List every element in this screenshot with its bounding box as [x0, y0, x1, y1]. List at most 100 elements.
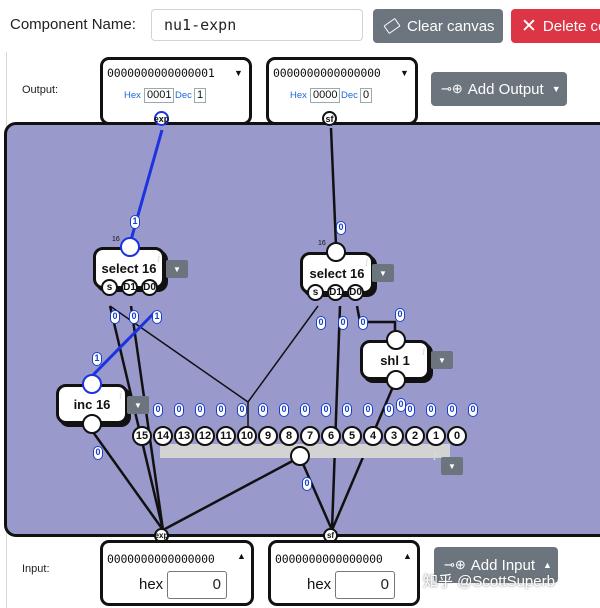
- caret-down-icon: ▼: [379, 268, 387, 278]
- wire-value-sel-left-s: 0: [110, 310, 120, 324]
- output-sf-connector[interactable]: sf: [322, 111, 337, 126]
- select-left-port-d1[interactable]: D1: [121, 279, 138, 296]
- chevron-down-icon[interactable]: ▼: [400, 68, 409, 78]
- info-icon[interactable]: i: [119, 389, 123, 402]
- output-label: Output:: [22, 84, 59, 96]
- wire-value-inc-out: 1: [92, 352, 102, 366]
- add-output-label: Add Output: [467, 80, 544, 98]
- splitter-bit-15[interactable]: 15: [132, 426, 152, 446]
- wire-sf-to-splitter: [298, 456, 334, 531]
- input-pin-sf[interactable]: 0000000000000000 ▲ hex 0: [268, 540, 420, 606]
- caret-down-icon: ▼: [448, 461, 456, 471]
- input-sf-bits: 0000000000000000: [275, 552, 383, 566]
- select-right-port-d1[interactable]: D1: [327, 284, 344, 301]
- info-icon[interactable]: i: [422, 345, 426, 358]
- output-sf-hex-value[interactable]: 0000: [310, 88, 341, 103]
- input-sf-hex-label: hex: [307, 576, 332, 593]
- output-sf-dec-label: Dec: [341, 90, 358, 101]
- splitter-bit-value: 0: [342, 403, 352, 417]
- wire-value-sel-right-d1: 0: [338, 316, 348, 330]
- chevron-up-icon[interactable]: ▲: [237, 551, 246, 561]
- add-input-button[interactable]: ⊸⊕ Add Input ▲: [434, 547, 558, 583]
- info-icon[interactable]: i: [365, 256, 369, 269]
- select-right-label: select 16: [309, 265, 365, 281]
- clear-canvas-button[interactable]: Clear canvas: [373, 9, 503, 43]
- plug-icon: ⊸⊕: [444, 557, 466, 572]
- input-pin-exp[interactable]: 0000000000000000 ▲ hex 0: [100, 540, 254, 606]
- output-exp-hex-value[interactable]: 0001: [144, 88, 175, 103]
- splitter-menu[interactable]: ▼: [441, 457, 463, 475]
- splitter-input-port[interactable]: [290, 446, 310, 466]
- plug-icon: ⊸⊕: [441, 81, 463, 96]
- splitter-bit-6[interactable]: 6: [321, 426, 341, 446]
- splitter-bit-11[interactable]: 11: [216, 426, 236, 446]
- info-icon[interactable]: i: [157, 252, 161, 265]
- inc-input-port[interactable]: [82, 414, 102, 434]
- circuit-canvas[interactable]: [4, 122, 600, 537]
- splitter-bit-4[interactable]: 4: [363, 426, 383, 446]
- wire-inc-to-sel-left-d0: [91, 310, 157, 377]
- close-icon: ✕: [521, 15, 537, 37]
- wire-value-exp-out: 1: [130, 215, 140, 229]
- select-left-output-port[interactable]: [120, 237, 140, 257]
- wire-value-shl-out: 0: [395, 308, 405, 322]
- output-pin-sf[interactable]: 0000000000000000 ▼ Hex 0000 Dec 0: [266, 57, 418, 125]
- caret-down-icon: ▼: [173, 264, 181, 274]
- select-left-menu[interactable]: ▼: [166, 260, 188, 278]
- splitter-bit-value: 0: [174, 403, 184, 417]
- select-right-output-port[interactable]: [326, 242, 346, 262]
- splitter-bit-13[interactable]: 13: [174, 426, 194, 446]
- input-exp-hex-label: hex: [139, 576, 164, 593]
- splitter-bit-0[interactable]: 0: [447, 426, 467, 446]
- wire-value-sel-left-d1: 0: [129, 310, 139, 324]
- inc-menu[interactable]: ▼: [127, 396, 149, 414]
- splitter-bit-value: 0: [300, 403, 310, 417]
- splitter-bit-12[interactable]: 12: [195, 426, 215, 446]
- splitter-bit-value: 0: [279, 403, 289, 417]
- splitter-bit-value: 0: [384, 403, 394, 417]
- select-right-port-d0[interactable]: D0: [347, 284, 364, 301]
- inc-label: inc 16: [73, 396, 111, 412]
- shl-menu[interactable]: ▼: [431, 351, 453, 369]
- shl-output-port[interactable]: [386, 330, 406, 350]
- splitter-bit-value: 0: [153, 403, 163, 417]
- add-input-label: Add Input: [470, 556, 536, 574]
- caret-up-icon: ▲: [543, 560, 552, 570]
- select-left-port-d0[interactable]: D0: [141, 279, 158, 296]
- chevron-down-icon[interactable]: ▼: [234, 68, 243, 78]
- output-exp-connector[interactable]: exp: [154, 111, 169, 126]
- splitter-bit-value: 0: [468, 403, 478, 417]
- splitter-bit-value: 0: [321, 403, 331, 417]
- splitter-bit-value: 0: [363, 403, 373, 417]
- select-left-port-s[interactable]: s: [101, 279, 118, 296]
- splitter-bit-8[interactable]: 8: [279, 426, 299, 446]
- add-output-button[interactable]: ⊸⊕ Add Output ▼: [431, 72, 567, 106]
- shl-label: shl 1: [380, 352, 410, 368]
- input-sf-hex-field[interactable]: 0: [335, 571, 395, 599]
- output-sf-dec-value[interactable]: 0: [360, 88, 373, 103]
- output-exp-dec-label: Dec: [175, 90, 192, 101]
- output-exp-dec-value[interactable]: 1: [194, 88, 207, 103]
- splitter-bit-5[interactable]: 5: [342, 426, 362, 446]
- wire-value-sel-right-s: 0: [316, 316, 326, 330]
- input-exp-hex-field[interactable]: 0: [167, 571, 227, 599]
- splitter-bit-1[interactable]: 1: [426, 426, 446, 446]
- delete-component-button[interactable]: ✕ Delete co: [511, 9, 600, 43]
- clear-canvas-label: Clear canvas: [407, 17, 495, 35]
- info-icon[interactable]: i: [433, 450, 437, 463]
- splitter-bit-14[interactable]: 14: [153, 426, 173, 446]
- splitter-bit-value: 0: [426, 403, 436, 417]
- select-right-port-s[interactable]: s: [307, 284, 324, 301]
- component-name-input[interactable]: nu1-expn: [151, 9, 363, 41]
- inc-output-port[interactable]: [82, 374, 102, 394]
- select-right-menu[interactable]: ▼: [372, 264, 394, 282]
- chevron-up-icon[interactable]: ▲: [403, 551, 412, 561]
- splitter-bit-7[interactable]: 7: [300, 426, 320, 446]
- splitter-bit-10[interactable]: 10: [237, 426, 257, 446]
- splitter-bit-9[interactable]: 9: [258, 426, 278, 446]
- shl-input-port[interactable]: [386, 370, 406, 390]
- select-left-width: 16: [112, 236, 120, 243]
- splitter-bit-2[interactable]: 2: [405, 426, 425, 446]
- splitter-bit-3[interactable]: 3: [384, 426, 404, 446]
